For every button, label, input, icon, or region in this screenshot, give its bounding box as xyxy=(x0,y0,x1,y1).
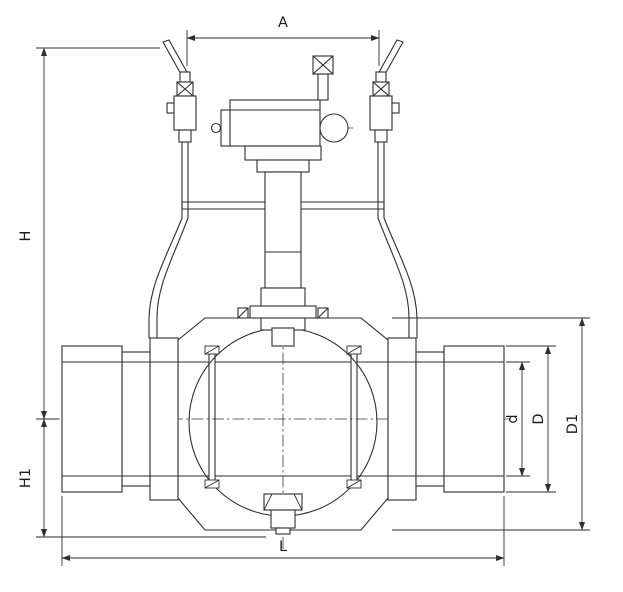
dim-label-a: A xyxy=(278,15,288,31)
gland-plate xyxy=(249,305,317,319)
dimension-h1: H1 xyxy=(18,418,266,538)
grease-nipple-left xyxy=(166,102,175,114)
gearbox-housing xyxy=(229,99,321,147)
gearbox-end-flange xyxy=(220,109,231,147)
dim-label-h1: H1 xyxy=(18,468,34,488)
dimension-d-outer: D xyxy=(506,345,556,493)
dimension-d1: D1 xyxy=(392,317,590,531)
stem-housing xyxy=(264,171,302,289)
pipe-stub-right xyxy=(443,345,505,493)
dim-label-D: D xyxy=(531,413,547,424)
input-boss xyxy=(210,122,222,134)
dimension-l: L xyxy=(61,496,505,566)
dim-label-l: L xyxy=(279,539,287,555)
dimension-a: A xyxy=(186,15,380,66)
gearbox xyxy=(210,55,349,173)
pipe-stub-left xyxy=(61,345,123,493)
weld-end-left xyxy=(61,337,179,501)
end-flange-left xyxy=(149,337,179,501)
mounting-plate xyxy=(244,145,322,161)
mounting-adapter xyxy=(256,159,310,173)
drain-plug xyxy=(263,493,303,535)
lever-right xyxy=(383,41,404,77)
bore-lines xyxy=(61,361,505,477)
dim-label-h: H xyxy=(18,231,34,242)
weld-end-right xyxy=(387,337,505,501)
indicator-stem xyxy=(317,73,329,101)
sealant-pipe-right xyxy=(383,217,418,339)
grease-nipple-right xyxy=(391,102,400,114)
ball-stem-slot xyxy=(271,327,295,347)
injection-fitting-left xyxy=(148,39,197,339)
dimension-d: d xyxy=(505,361,530,477)
seat-right xyxy=(346,345,362,489)
handwheel-hub xyxy=(319,113,349,143)
lever-left xyxy=(162,41,183,77)
dim-label-D1: D1 xyxy=(565,414,581,434)
injection-fitting-right xyxy=(369,39,418,339)
valve-body xyxy=(177,305,389,531)
seat-left xyxy=(204,345,220,489)
sealant-pipe-left xyxy=(148,217,183,339)
end-flange-right xyxy=(387,337,417,501)
dim-label-d: d xyxy=(505,414,521,423)
